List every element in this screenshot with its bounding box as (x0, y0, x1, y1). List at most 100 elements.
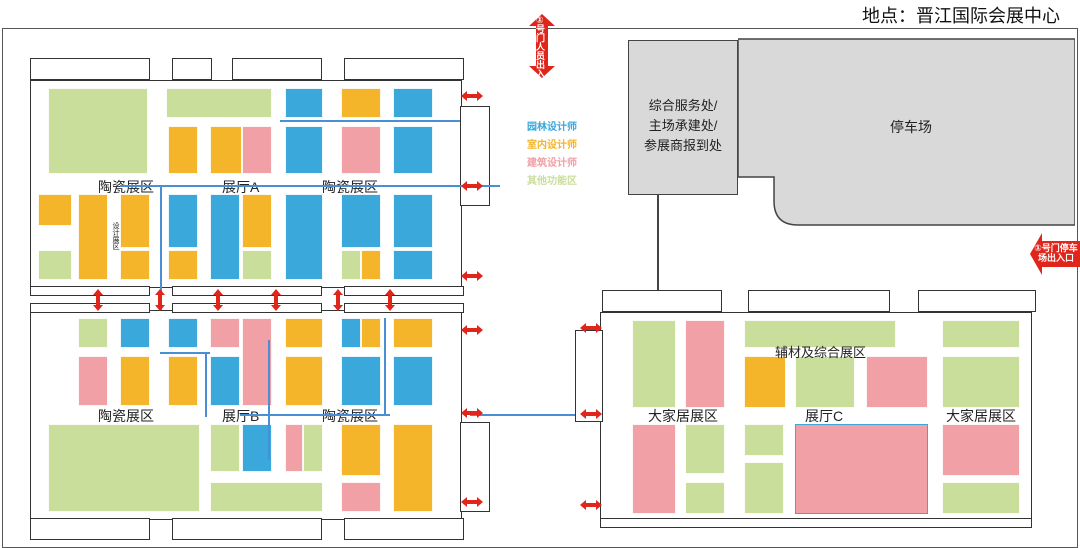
hall-c-bottom-wall (600, 518, 1032, 528)
booth (341, 318, 361, 348)
booth (341, 194, 381, 248)
hall-b-flow-v3 (268, 340, 270, 460)
booth (341, 250, 361, 280)
hall-a-name: 展厅A (222, 179, 260, 195)
hall-a-side-door (460, 106, 490, 206)
location-text: 地点：晋江国际会展中心 (862, 6, 1060, 26)
service-line-1: 综合服务处/ (648, 98, 718, 113)
booth (285, 88, 323, 118)
hall-b-top-wall-3 (344, 303, 464, 313)
hall-a-bottom-wall-3 (344, 286, 464, 296)
parking-lot-label: 停车场 (890, 119, 932, 135)
hall-b-left-zone: 陶瓷展区 (98, 408, 154, 424)
service-building-text: 综合服务处/ 主场承建处/ 参展商报到处 (630, 96, 736, 156)
booth (168, 356, 198, 406)
booth (393, 250, 433, 280)
service-line-2: 主场承建处/ (648, 118, 718, 133)
hall-b-flow-low (240, 414, 390, 416)
booth (210, 194, 240, 280)
booth (120, 318, 150, 348)
exit-arrow-icon (461, 271, 483, 281)
gate1-people-label: ①号门人员出入口 (536, 15, 546, 88)
booth (168, 250, 198, 280)
gate1-people-arrow-icon (529, 14, 555, 78)
booth (210, 424, 240, 472)
booth (210, 318, 240, 348)
hall-b-flow-v2 (205, 352, 207, 417)
booth (78, 356, 108, 406)
booth (744, 356, 786, 408)
hall-b-right-zone: 陶瓷展区 (322, 408, 378, 424)
booth (632, 424, 676, 514)
booth (685, 320, 725, 408)
hall-c-name: 展厅C (805, 408, 844, 424)
booth (210, 126, 242, 174)
booth (744, 424, 784, 456)
hall-b-top-wall-2 (172, 303, 322, 313)
gate1-parking-arrow-icon (1030, 233, 1080, 275)
booth (285, 356, 323, 406)
exit-arrow-icon (461, 325, 483, 335)
booth (685, 482, 725, 514)
booth (795, 424, 928, 514)
exit-arrow-icon (461, 91, 483, 101)
hall-b-bottom-wall-1 (30, 518, 150, 540)
booth (168, 318, 198, 348)
exit-arrow-icon (580, 323, 602, 333)
booth (685, 424, 725, 474)
booth (795, 356, 855, 408)
booth (393, 126, 433, 174)
booth (242, 424, 272, 472)
service-line-3: 参展商报到处 (643, 138, 722, 153)
booth (744, 320, 896, 348)
booth (393, 424, 433, 512)
booth (242, 250, 272, 280)
hall-a-top-wall-2 (172, 58, 212, 80)
hall-c-top-wall-1 (602, 290, 722, 312)
hall-b-flow-v4 (384, 318, 386, 414)
exit-arrow-icon (461, 181, 483, 191)
booth (168, 126, 198, 174)
hall-a-design-note: 设计展区 (112, 222, 119, 250)
hall-c-right-zone: 大家居展区 (946, 408, 1016, 424)
hall-a-bottom-wall-1 (30, 286, 150, 296)
exit-arrow-icon (461, 497, 483, 507)
hall-c-top-zone: 辅材及综合展区 (775, 345, 867, 360)
hall-b-name: 展厅B (222, 408, 260, 424)
booth (866, 356, 928, 408)
hall-c-top-wall-2 (748, 290, 890, 312)
booth (942, 424, 1020, 476)
gate1-parking-label: ①号门停车场出入口 (1034, 243, 1078, 263)
booth (942, 482, 1020, 514)
hall-b-bottom-wall-3 (344, 518, 464, 540)
hall-b-side-door (460, 422, 490, 512)
booth (361, 250, 381, 280)
booth (210, 356, 240, 406)
booth (166, 88, 272, 118)
hall-a-flow-top (280, 120, 460, 122)
service-building (628, 40, 738, 195)
booth (38, 194, 72, 226)
legend-landscape: 园林设计师 (527, 122, 577, 133)
hall-a-flow-vertical (160, 185, 162, 350)
booth (393, 356, 433, 406)
booth (242, 194, 272, 248)
hall-a-top-wall-1 (30, 58, 150, 80)
booth (285, 424, 303, 472)
exit-arrow-icon (461, 408, 483, 418)
booth (393, 194, 433, 248)
booth (242, 318, 272, 406)
booth (120, 356, 150, 406)
booth (48, 88, 148, 174)
hall-c-left-zone: 大家居展区 (648, 408, 718, 424)
hall-b-top-wall-1 (30, 303, 150, 313)
booth (285, 126, 323, 174)
legend-architecture: 建筑设计师 (527, 158, 577, 169)
hall-a-bottom-wall-2 (172, 286, 322, 296)
hall-a-flow-mid (120, 185, 500, 187)
hall-b-bottom-wall-2 (172, 518, 322, 540)
booth (744, 462, 784, 514)
booth (341, 126, 381, 174)
hall-c-side-door (575, 330, 603, 422)
booth (303, 424, 323, 472)
